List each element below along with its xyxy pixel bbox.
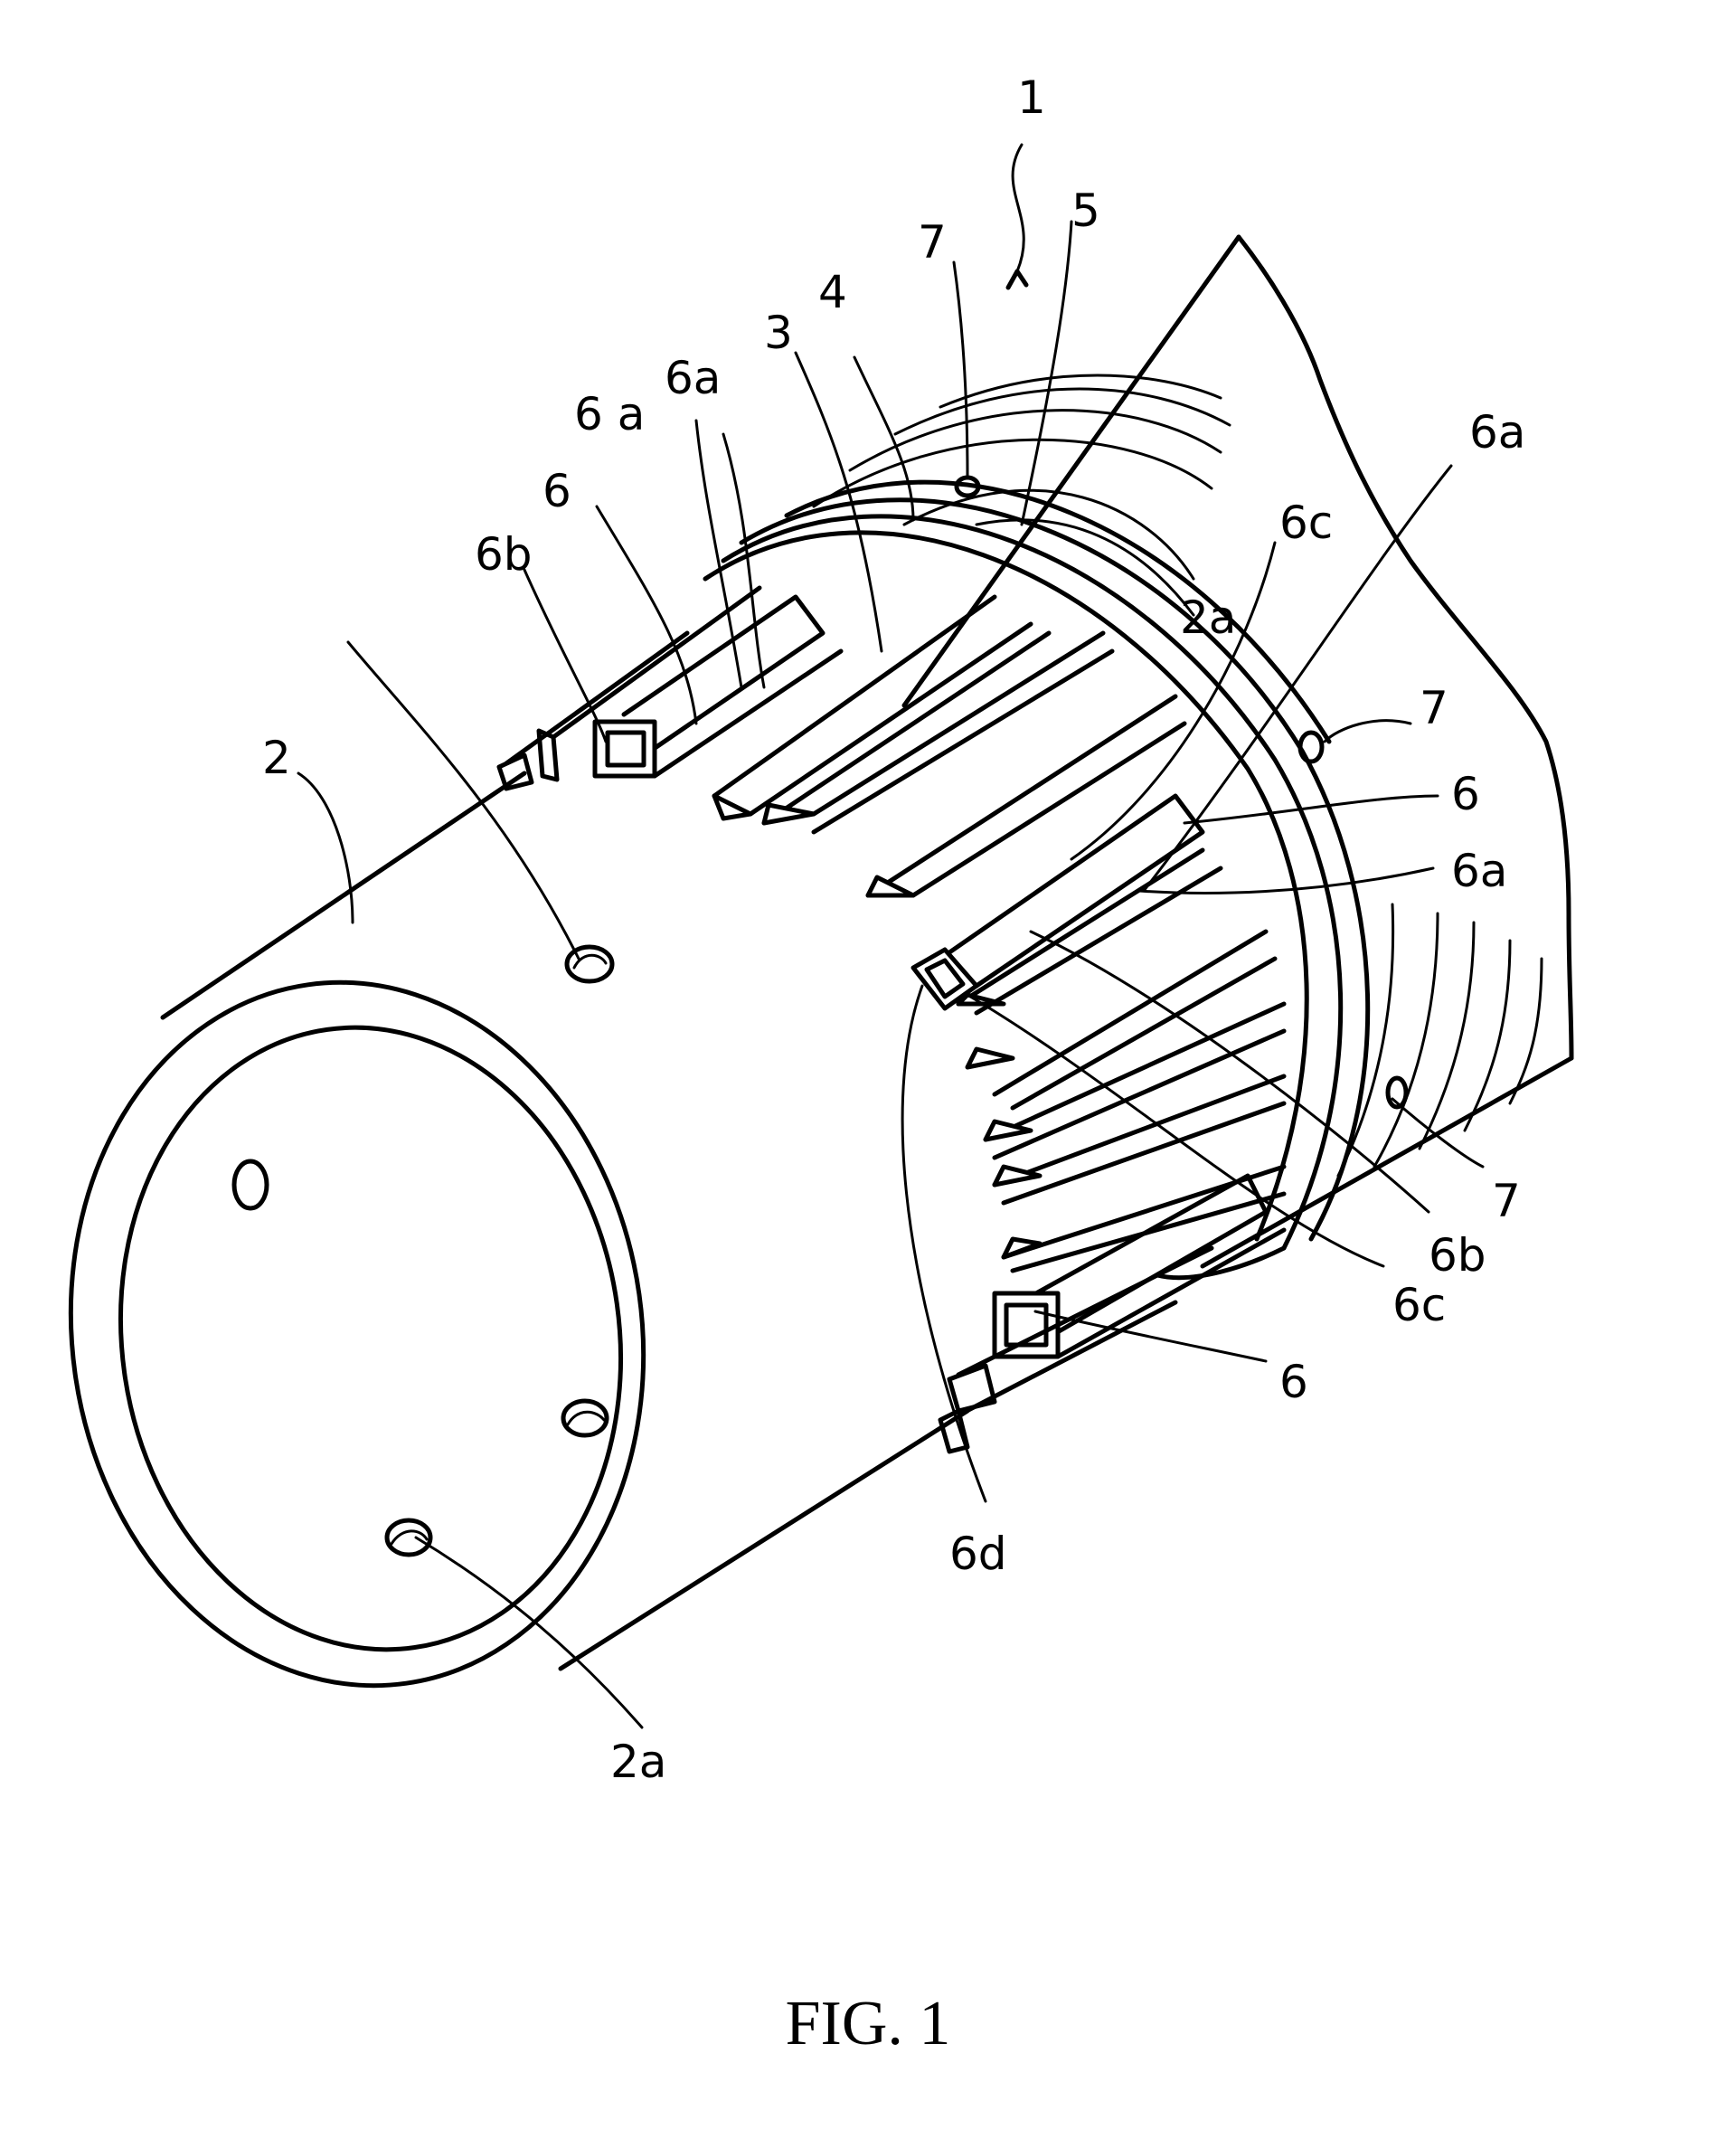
label-hole-7-top: 7 <box>918 216 947 269</box>
label-bar-right-lower: 6 <box>1279 1356 1308 1408</box>
core-bars <box>714 597 1284 1271</box>
label-bar-right-6c-bottom: 6c <box>1392 1279 1446 1331</box>
label-bar-right-6c-top: 6c <box>1279 497 1333 549</box>
label-bar-left-6a-2: 6a <box>665 352 721 404</box>
label-bar-left-6a-1: 6 a <box>574 388 645 440</box>
label-pipe: 2 <box>262 732 291 784</box>
label-bar-right-6a-mid: 6a <box>1451 845 1507 897</box>
label-bar-left-6b: 6b <box>475 528 533 581</box>
label-assembly: 1 <box>1017 71 1046 124</box>
label-bar-left: 6 <box>542 465 571 517</box>
label-hole-7-mid: 7 <box>1420 682 1448 734</box>
label-core: 3 <box>764 307 793 359</box>
label-winding: 5 <box>1071 185 1100 237</box>
core-ring <box>705 482 1368 1278</box>
label-hole-7-bottom: 7 <box>1492 1175 1521 1227</box>
label-pipe-hole-bottom: 2a <box>610 1736 666 1788</box>
label-pipe-hole-top: 2a <box>1180 591 1236 644</box>
label-bar-right-6a-top: 6a <box>1469 406 1525 459</box>
pipe <box>26 773 967 1723</box>
figure-caption: FIG. 1 <box>786 1989 951 2058</box>
label-ring: 4 <box>818 266 847 318</box>
label-bar-6d: 6d <box>949 1528 1007 1580</box>
label-bar-right-6b: 6b <box>1429 1229 1486 1282</box>
label-bar-right-upper: 6 <box>1451 768 1480 820</box>
